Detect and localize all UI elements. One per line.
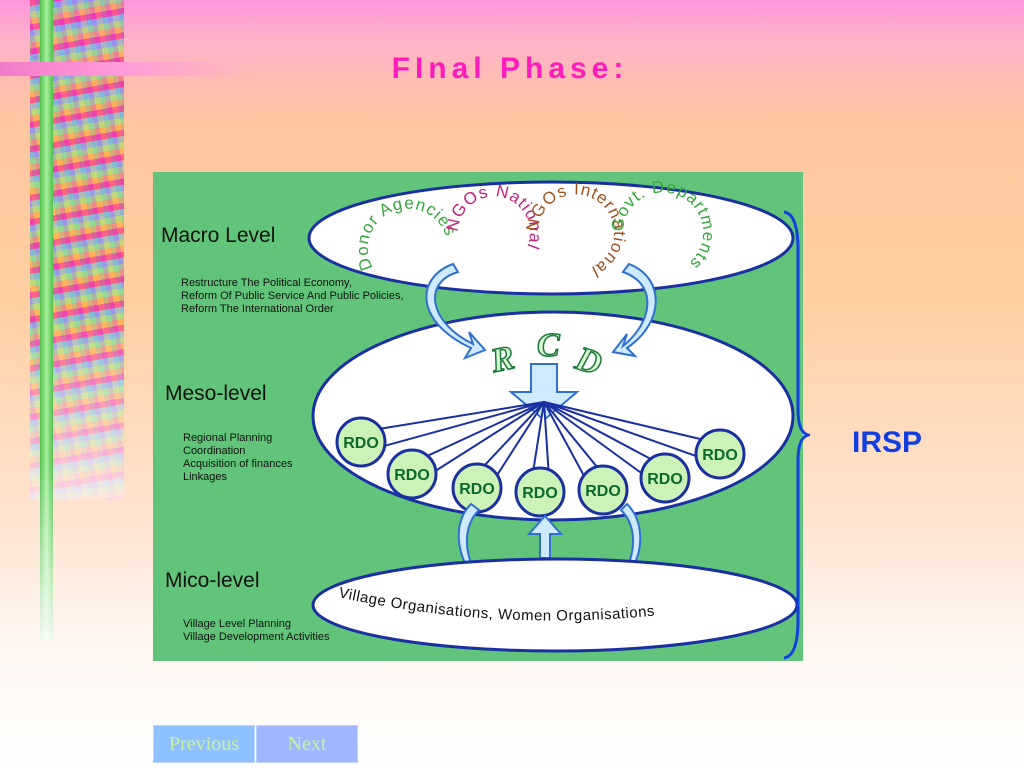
rdo-node-circle — [386, 448, 438, 500]
meso-level-title: Meso-level — [165, 382, 267, 405]
rdo-node-circle — [639, 452, 691, 504]
rdo-node-label: RDO — [522, 485, 558, 502]
macro-level-description: Restructure The Political Economy, Refor… — [181, 277, 404, 316]
decorative-vertical-bar — [40, 0, 53, 640]
diagram-canvas: Donor Agencies NGOs National NGOs Intern… — [307, 177, 799, 653]
next-button[interactable]: Next — [256, 725, 358, 763]
meso-desc-line: Acquisition of finances — [183, 458, 293, 470]
rdo-node-label: RDO — [647, 471, 683, 488]
rcd-letter-c: C — [537, 327, 560, 364]
rdo-node-label: RDO — [702, 447, 738, 464]
previous-button[interactable]: Previous — [153, 725, 255, 763]
page-title: FInal Phase: — [391, 52, 629, 85]
macro-ellipse — [307, 180, 795, 296]
rdo-node-label: RDO — [585, 483, 621, 500]
micro-level-title: Mico-level — [165, 569, 260, 592]
up-block-arrow — [526, 514, 564, 559]
irsp-label: IRSP — [852, 426, 923, 459]
macro-desc-line: Reform Of Public Service And Public Poli… — [181, 290, 404, 302]
rdo-node-circle — [577, 464, 629, 516]
rdo-node-circle — [335, 416, 387, 468]
rdo-node-circle — [514, 466, 566, 518]
rdo-node-group: RDO RDO RDO RDO RDO RDO RDO — [335, 401, 746, 518]
curved-arrow-right — [611, 262, 657, 358]
irsp-brace — [783, 210, 810, 660]
rdo-node-label: RDO — [394, 467, 430, 484]
meso-desc-line: Regional Planning — [183, 432, 273, 444]
micro-level-description: Village Level Planning Village Developme… — [183, 618, 330, 644]
rdo-node-label: RDO — [459, 481, 495, 498]
decorative-horizontal-bar — [0, 62, 240, 76]
macro-desc-line: Restructure The Political Economy, — [181, 277, 352, 289]
irsp-diagram-panel: Donor Agencies NGOs National NGOs Intern… — [153, 172, 803, 661]
micro-desc-line: Village Development Activities — [183, 631, 330, 643]
macro-level-title: Macro Level — [161, 224, 276, 247]
rdo-node-circle — [694, 428, 746, 480]
micro-desc-line: Village Level Planning — [183, 618, 292, 630]
meso-desc-line: Coordination — [183, 445, 246, 457]
rdo-node-label: RDO — [343, 435, 379, 452]
meso-desc-line: Linkages — [183, 471, 228, 483]
macro-desc-line: Reform The International Order — [181, 303, 334, 315]
curved-arrow-left — [425, 262, 487, 361]
meso-level-description: Regional Planning Coordination Acquisiti… — [183, 432, 292, 484]
